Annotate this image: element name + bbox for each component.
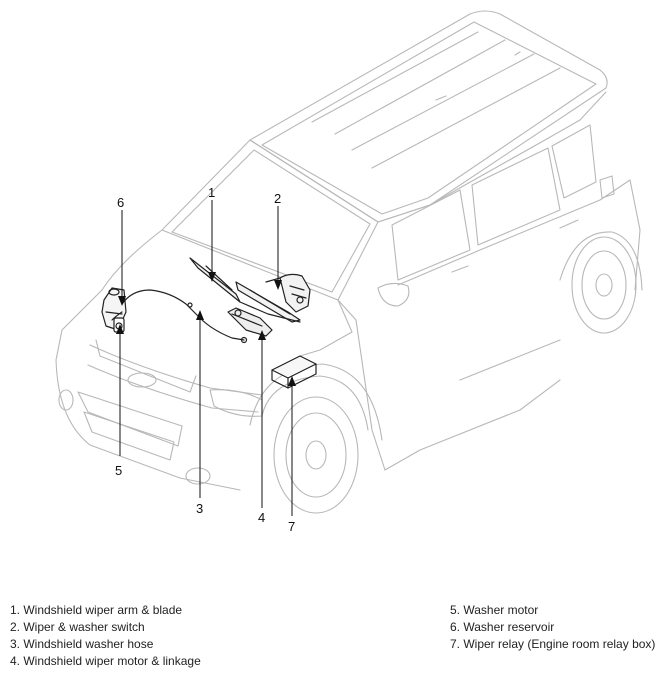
washer-hose bbox=[111, 289, 248, 344]
leader-arrowheads bbox=[116, 272, 296, 386]
callout-4: 4 bbox=[258, 510, 265, 525]
callout-6: 6 bbox=[117, 195, 124, 210]
leader-lines bbox=[119, 200, 293, 516]
legend-item: 2. Wiper & washer switch bbox=[10, 620, 145, 634]
legend-item: 1. Windshield wiper arm & blade bbox=[10, 603, 183, 617]
legend-item: 7. Wiper relay (Engine room relay box) bbox=[450, 637, 656, 651]
legend-item: 6. Washer reservoir bbox=[450, 620, 555, 634]
callout-5: 5 bbox=[115, 463, 122, 478]
legend-item: 5. Washer motor bbox=[450, 603, 539, 617]
wiper-washer-switch bbox=[265, 273, 311, 313]
callout-3: 3 bbox=[196, 501, 203, 516]
legend-item: 4. Windshield wiper motor & linkage bbox=[10, 654, 201, 668]
callout-2: 2 bbox=[274, 191, 281, 206]
callout-7: 7 bbox=[288, 519, 295, 534]
legend-right-column: 5. Washer motor 6. Washer reservoir 7. W… bbox=[450, 602, 655, 653]
car-outline bbox=[55, 10, 643, 514]
callout-1: 1 bbox=[208, 185, 215, 200]
wiper-relay bbox=[271, 355, 317, 389]
legend-left-column: 1. Windshield wiper arm & blade 2. Wiper… bbox=[10, 602, 201, 670]
wiper-motor-linkage bbox=[227, 301, 301, 337]
components bbox=[101, 257, 317, 389]
wiper-arm-blade-1 bbox=[189, 257, 301, 323]
legend-item: 3. Windshield washer hose bbox=[10, 637, 154, 651]
wiper-system-diagram: 1 2 6 5 3 4 7 bbox=[55, 10, 643, 534]
